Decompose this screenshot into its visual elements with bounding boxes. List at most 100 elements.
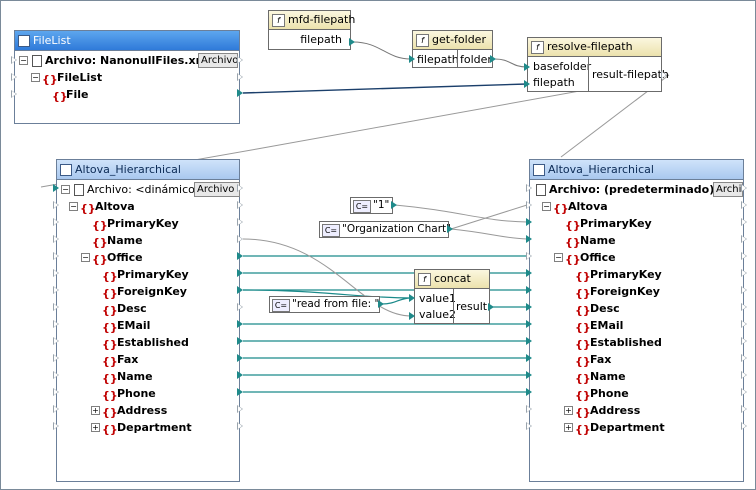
output-connector[interactable] bbox=[237, 405, 243, 413]
tree-item[interactable]: +{}Address bbox=[57, 402, 237, 419]
input-connector[interactable] bbox=[526, 388, 532, 396]
output-connector[interactable] bbox=[741, 201, 747, 209]
tree-item[interactable]: − {} FileList bbox=[15, 69, 239, 86]
output-connector[interactable] bbox=[237, 388, 243, 396]
input-connector[interactable] bbox=[409, 294, 415, 302]
tree-item[interactable]: −{}Office bbox=[57, 249, 237, 266]
output-connector[interactable] bbox=[237, 218, 243, 226]
source-header[interactable]: Altova_Hierarchical bbox=[57, 160, 239, 180]
input-connector[interactable] bbox=[526, 252, 532, 260]
input-connector[interactable] bbox=[409, 55, 415, 63]
output-connector[interactable] bbox=[237, 89, 243, 97]
collapse-icon[interactable]: − bbox=[19, 56, 28, 65]
input-connector[interactable] bbox=[53, 303, 59, 311]
output-connector[interactable] bbox=[741, 405, 747, 413]
tree-item[interactable]: {}Name bbox=[57, 232, 237, 249]
constant-read-from-file[interactable]: C="read from file: " bbox=[269, 296, 380, 313]
output-connector[interactable] bbox=[237, 252, 243, 260]
output-connector[interactable] bbox=[661, 71, 667, 79]
tree-item[interactable]: −{}Altova bbox=[57, 198, 237, 215]
output-connector[interactable] bbox=[237, 303, 243, 311]
filelist-header[interactable]: FileList bbox=[15, 31, 239, 51]
tree-item[interactable]: +{}Department bbox=[57, 419, 237, 436]
tree-item[interactable]: +{}Address bbox=[530, 402, 741, 419]
input-connector[interactable] bbox=[53, 269, 59, 277]
output-connector[interactable] bbox=[237, 422, 243, 430]
input-connector[interactable] bbox=[524, 80, 530, 88]
input-connector[interactable] bbox=[11, 73, 17, 81]
output-connector[interactable] bbox=[741, 371, 747, 379]
tree-item[interactable]: {}Desc bbox=[530, 300, 741, 317]
output-connector[interactable] bbox=[237, 201, 243, 209]
tree-item[interactable]: −{}Office bbox=[530, 249, 741, 266]
output-connector[interactable] bbox=[741, 303, 747, 311]
tree-item[interactable]: {}Established bbox=[530, 334, 741, 351]
filelist-component[interactable]: FileList − Archivo: NanonullFiles.xml Ar… bbox=[14, 30, 240, 124]
input-connector[interactable] bbox=[53, 235, 59, 243]
output-connector[interactable] bbox=[741, 320, 747, 328]
input-connector[interactable] bbox=[524, 63, 530, 71]
input-connector[interactable] bbox=[526, 371, 532, 379]
input-connector[interactable] bbox=[526, 218, 532, 226]
input-connector[interactable] bbox=[53, 422, 59, 430]
input-connector[interactable] bbox=[526, 422, 532, 430]
input-connector[interactable] bbox=[11, 56, 17, 64]
output-connector[interactable] bbox=[488, 303, 494, 311]
output-connector[interactable] bbox=[741, 286, 747, 294]
tree-item[interactable]: {}PrimaryKey bbox=[57, 215, 237, 232]
input-connector[interactable] bbox=[53, 252, 59, 260]
tree-item[interactable]: {}Phone bbox=[57, 385, 237, 402]
tree-item[interactable]: {}Name bbox=[530, 368, 741, 385]
tree-item[interactable]: {}Name bbox=[530, 232, 741, 249]
expand-icon[interactable]: + bbox=[91, 423, 100, 432]
output-connector[interactable] bbox=[741, 422, 747, 430]
output-connector[interactable] bbox=[237, 56, 243, 64]
output-connector[interactable] bbox=[349, 38, 355, 46]
input-connector[interactable] bbox=[53, 201, 59, 209]
input-connector[interactable] bbox=[53, 388, 59, 396]
file-button[interactable]: Archi bbox=[713, 182, 743, 197]
tree-item[interactable]: {}PrimaryKey bbox=[57, 266, 237, 283]
tree-item[interactable]: {}ForeignKey bbox=[57, 283, 237, 300]
tree-item[interactable]: {}EMail bbox=[530, 317, 741, 334]
tree-item[interactable]: {}Established bbox=[57, 334, 237, 351]
tree-item[interactable]: {}ForeignKey bbox=[530, 283, 741, 300]
expand-icon[interactable]: + bbox=[91, 406, 100, 415]
file-button[interactable]: Archivo bbox=[194, 182, 240, 197]
output-connector[interactable] bbox=[237, 184, 243, 192]
tree-item[interactable]: {}EMail bbox=[57, 317, 237, 334]
tree-item[interactable]: {}Phone bbox=[530, 385, 741, 402]
input-connector[interactable] bbox=[526, 269, 532, 277]
input-connector[interactable] bbox=[526, 354, 532, 362]
tree-item[interactable]: −{}Altova bbox=[530, 198, 741, 215]
output-connector[interactable] bbox=[237, 269, 243, 277]
output-connector[interactable] bbox=[741, 388, 747, 396]
input-connector[interactable] bbox=[53, 218, 59, 226]
expand-icon[interactable]: + bbox=[564, 406, 573, 415]
collapse-icon[interactable]: − bbox=[69, 202, 78, 211]
output-connector[interactable] bbox=[741, 235, 747, 243]
source-component[interactable]: Altova_Hierarchical − Archivo: <dinámico… bbox=[56, 159, 240, 482]
input-connector[interactable] bbox=[11, 90, 17, 98]
input-connector[interactable] bbox=[53, 320, 59, 328]
tree-item[interactable]: {}Fax bbox=[530, 351, 741, 368]
collapse-icon[interactable]: − bbox=[542, 202, 551, 211]
tree-item[interactable]: {}PrimaryKey bbox=[530, 266, 741, 283]
input-connector[interactable] bbox=[526, 201, 532, 209]
input-connector[interactable] bbox=[526, 320, 532, 328]
output-connector[interactable] bbox=[741, 252, 747, 260]
output-connector[interactable] bbox=[237, 73, 243, 81]
collapse-icon[interactable]: − bbox=[61, 185, 70, 194]
output-connector[interactable] bbox=[447, 225, 453, 233]
tree-item[interactable]: {} File bbox=[15, 86, 239, 103]
tree-item[interactable]: {}Name bbox=[57, 368, 237, 385]
input-connector[interactable] bbox=[53, 337, 59, 345]
input-connector[interactable] bbox=[526, 337, 532, 345]
constant-one[interactable]: C="1" bbox=[350, 197, 393, 214]
input-connector[interactable] bbox=[53, 354, 59, 362]
constant-org-chart[interactable]: C="Organization Chart" bbox=[319, 221, 451, 238]
tree-item[interactable]: {}PrimaryKey bbox=[530, 215, 741, 232]
output-connector[interactable] bbox=[237, 337, 243, 345]
